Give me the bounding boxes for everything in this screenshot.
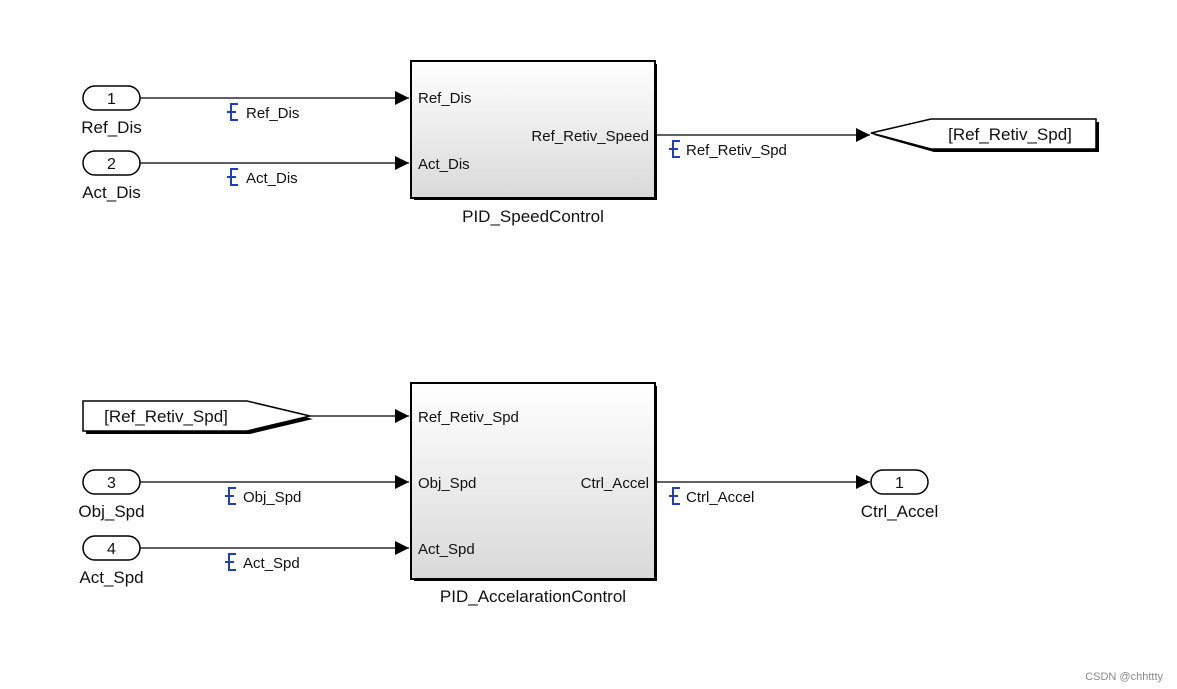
- inport-label: Ref_Dis: [81, 118, 141, 137]
- signal-logging-icon: [668, 487, 681, 505]
- signal-label: Ref_Retiv_Spd: [686, 142, 787, 159]
- port-label: Act_Spd: [418, 541, 475, 558]
- inport-number: 4: [107, 541, 116, 558]
- subsystem-block-speed-control[interactable]: Ref_Dis Act_Dis Ref_Retiv_Speed: [410, 60, 657, 200]
- port-label: Act_Dis: [418, 156, 470, 173]
- inport-label: Act_Dis: [82, 183, 141, 202]
- signal-label: Obj_Spd: [243, 489, 301, 506]
- subsystem-block-acceleration-control[interactable]: Ref_Retiv_Spd Obj_Spd Act_Spd Ctrl_Accel: [410, 382, 657, 581]
- inport-3[interactable]: 3: [82, 469, 141, 495]
- signal-logging-icon: [226, 103, 239, 121]
- inport-4[interactable]: 4: [82, 535, 141, 561]
- goto-block[interactable]: [Ref_Retiv_Spd]: [870, 118, 1099, 152]
- signal-logging-icon: [226, 168, 239, 186]
- goto-tag: [Ref_Retiv_Spd]: [948, 125, 1072, 144]
- inport-number: 3: [107, 475, 116, 492]
- port-label: Ref_Dis: [418, 90, 471, 107]
- inport-label: Act_Spd: [79, 568, 143, 587]
- port-label: Ref_Retiv_Speed: [531, 128, 649, 145]
- signal-label: Act_Dis: [246, 170, 298, 187]
- port-label: Ref_Retiv_Spd: [418, 409, 519, 426]
- outport-label: Ctrl_Accel: [861, 502, 938, 521]
- subsystem-name: PID_SpeedControl: [462, 207, 604, 226]
- signal-label: Ref_Dis: [246, 105, 299, 122]
- inport-number: 2: [107, 156, 116, 173]
- from-tag: [Ref_Retiv_Spd]: [104, 407, 228, 426]
- inport-label: Obj_Spd: [78, 502, 144, 521]
- signal-label: Act_Spd: [243, 555, 300, 572]
- watermark: CSDN @chhttty: [1085, 671, 1163, 683]
- signal-logging-icon: [668, 140, 681, 158]
- port-label: Ctrl_Accel: [581, 475, 649, 492]
- outport-number: 1: [895, 475, 904, 492]
- signal-logging-icon: [224, 487, 237, 505]
- outport-1[interactable]: 1: [870, 469, 929, 495]
- inport-1[interactable]: 1: [82, 85, 141, 111]
- from-block[interactable]: [Ref_Retiv_Spd]: [82, 400, 313, 434]
- inport-number: 1: [107, 91, 116, 108]
- signal-label: Ctrl_Accel: [686, 489, 754, 506]
- port-label: Obj_Spd: [418, 475, 476, 492]
- inport-2[interactable]: 2: [82, 150, 141, 176]
- subsystem-name: PID_AccelarationControl: [440, 587, 626, 606]
- signal-logging-icon: [224, 553, 237, 571]
